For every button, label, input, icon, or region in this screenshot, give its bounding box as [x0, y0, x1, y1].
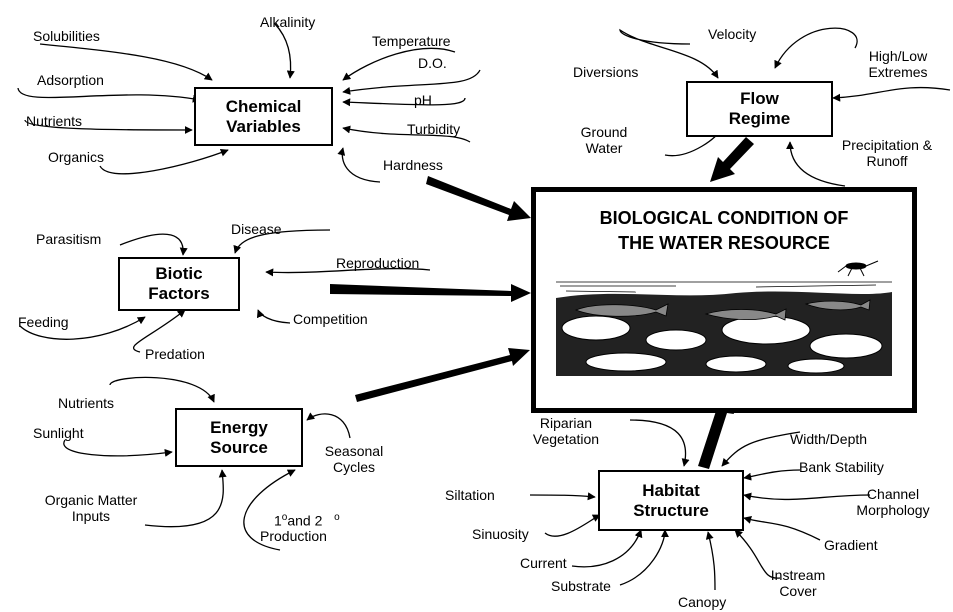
biotic-factors-box: Biotic Factors [118, 257, 240, 311]
production-text: and 2 [287, 512, 323, 529]
label-do: D.O. [418, 55, 447, 71]
label-temperature: Temperature [372, 33, 451, 49]
highlow-line1: High/Low [868, 48, 928, 64]
biotic-line2: Factors [148, 284, 210, 303]
chemical-variables-box: Chemical Variables [194, 87, 333, 146]
label-current: Current [520, 555, 567, 571]
center-title-line2: THE WATER RESOURCE [618, 233, 830, 253]
habitat-line2: Structure [633, 500, 709, 520]
organic-line1: Organic Matter [44, 492, 138, 508]
label-sinuosity: Sinuosity [472, 526, 529, 542]
flow-regime-box: Flow Regime [686, 81, 833, 137]
label-substrate: Substrate [551, 578, 611, 594]
label-velocity: Velocity [708, 26, 757, 42]
production-num: 1 [274, 512, 282, 529]
precip-line2: Runoff [866, 153, 908, 169]
label-hardness: Hardness [383, 157, 443, 173]
label-precipitation-runoff: Precipitation & Runoff [831, 137, 943, 169]
energy-line1: Energy [210, 417, 268, 437]
organic-line2: Inputs [71, 508, 111, 524]
label-riparian-vegetation: Riparian Vegetation [523, 415, 609, 447]
label-production-line2: Production [260, 528, 327, 544]
chemical-line2: Variables [226, 116, 301, 136]
channel-line1: Channel [866, 486, 920, 502]
label-seasonal-cycles: Seasonal Cycles [318, 443, 390, 475]
biological-condition-box: BIOLOGICAL CONDITION OF THE WATER RESOUR… [531, 187, 917, 413]
label-organic-matter-inputs: Organic Matter Inputs [30, 492, 152, 524]
production-sup1: o [281, 512, 288, 523]
flow-line2: Regime [728, 109, 791, 128]
label-nutrients-energy: Nutrients [58, 395, 115, 411]
label-gradient: Gradient [824, 537, 878, 553]
label-channel-morphology: Channel Morphology [848, 486, 938, 518]
label-adsorption: Adsorption [37, 72, 104, 88]
energy-line2: Source [210, 437, 268, 457]
precip-line1: Precipitation & [841, 137, 933, 153]
label-feeding: Feeding [18, 314, 69, 330]
channel-line2: Morphology [856, 502, 930, 518]
label-parasitism: Parasitism [36, 231, 102, 247]
label-sunlight: Sunlight [33, 425, 84, 441]
instream-line1: Instream [770, 567, 826, 583]
label-predation: Predation [145, 346, 205, 362]
label-competition: Competition [293, 311, 368, 327]
energy-source-box: Energy Source [175, 408, 303, 467]
label-diversions: Diversions [573, 64, 639, 80]
label-width-depth: Width/Depth [790, 431, 868, 447]
production-sup2: o [334, 512, 340, 523]
center-title: BIOLOGICAL CONDITION OF THE WATER RESOUR… [536, 206, 912, 256]
seasonal-line2: Cycles [332, 459, 375, 475]
biotic-line1: Biotic [155, 264, 203, 283]
label-high-low-extremes: High/Low Extremes [858, 48, 938, 80]
label-production-line1: 1oand 2 o [274, 510, 340, 529]
label-organics: Organics [48, 149, 105, 165]
label-bank-stability: Bank Stability [799, 459, 884, 475]
habitat-line1: Habitat [642, 480, 700, 500]
label-alkalinity: Alkalinity [260, 14, 316, 30]
label-instream-cover: Instream Cover [760, 567, 836, 599]
riparian-line1: Riparian [539, 415, 593, 431]
label-siltation: Siltation [445, 487, 495, 503]
ground-line1: Ground [580, 124, 628, 140]
highlow-line2: Extremes [868, 64, 928, 80]
chemical-line1: Chemical [225, 96, 302, 116]
center-title-line1: BIOLOGICAL CONDITION OF [599, 208, 849, 228]
label-turbidity: Turbidity [407, 121, 461, 137]
riparian-line2: Vegetation [532, 431, 600, 447]
ground-line2: Water [585, 140, 623, 156]
seasonal-line1: Seasonal [324, 443, 384, 459]
instream-line2: Cover [779, 583, 817, 599]
label-ground-water: Ground Water [574, 124, 634, 156]
habitat-structure-box: Habitat Structure [598, 470, 744, 531]
label-disease: Disease [231, 221, 282, 237]
label-solubilities: Solubilities [33, 28, 100, 44]
stream-fish-illustration [556, 260, 892, 376]
label-nutrients-chem: Nutrients [26, 113, 83, 129]
label-canopy: Canopy [678, 594, 727, 610]
flow-line1: Flow [740, 89, 779, 108]
label-ph: pH [414, 92, 432, 108]
label-reproduction: Reproduction [336, 255, 420, 271]
